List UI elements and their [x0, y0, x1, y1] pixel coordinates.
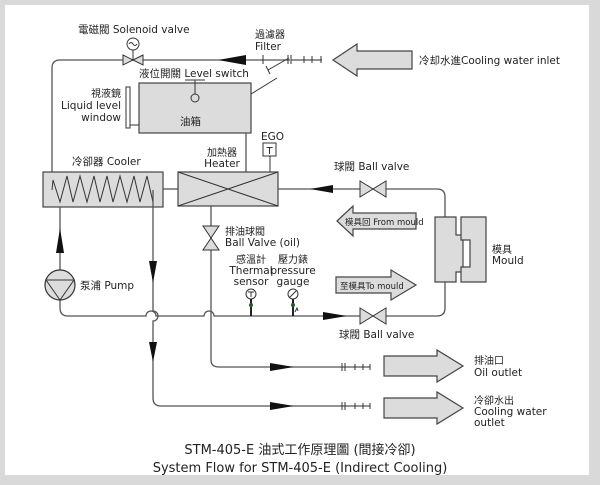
- flow-arrow-cooling-out: [270, 402, 294, 410]
- oil-tank: [138, 82, 252, 134]
- flow-arrow-left: [218, 55, 246, 65]
- level-window-label-en2: window: [81, 112, 121, 124]
- cooler-label: 冷卻器 Cooler: [72, 155, 141, 168]
- ball-valve-bottom-label: 球閥 Ball valve: [339, 328, 414, 341]
- ball-valve-top-icon[interactable]: [359, 180, 387, 198]
- flow-arrow-oil-out: [270, 363, 294, 371]
- pump-label: 泵浦 Pump: [80, 279, 134, 292]
- cooling-water-outlet-arrow: [383, 390, 465, 426]
- to-mould-label: 至模具To mould: [340, 281, 404, 292]
- top-pipe: [51, 59, 290, 190]
- oil-outlet-pipe: [210, 359, 370, 368]
- diagram-frame: [5, 5, 589, 475]
- svg-text:T: T: [265, 146, 273, 157]
- heater-label-zh: 加熱器: [207, 146, 237, 159]
- cooling-water-inlet-label: 冷却水進Cooling water inlet: [419, 54, 560, 67]
- from-mould-arrow: [336, 204, 417, 238]
- cooling-outlet-label-en1: Cooling water: [474, 406, 547, 418]
- heater-label-en: Heater: [204, 158, 240, 170]
- filter-icon: [262, 55, 292, 75]
- pressure-gauge-label-en1: pressure: [270, 265, 315, 277]
- solenoid-valve-label: 電磁閥 Solenoid valve: [78, 23, 190, 36]
- thermal-sensor-label-zh: 感溫計: [236, 253, 266, 266]
- thermal-sensor-icon: [245, 288, 257, 316]
- filter-label-zh: 過濾器: [255, 28, 285, 41]
- level-switch-float-icon: [190, 93, 200, 103]
- cooling-outlet-label-en2: outlet: [474, 417, 505, 429]
- oil-ball-valve-label-en: Ball Valve (oil): [225, 237, 300, 249]
- from-mould-label: 模具回 From mould: [345, 217, 424, 228]
- level-window-label-en1: Liquid level: [61, 100, 121, 112]
- flow-arrow-supply: [323, 312, 347, 320]
- solenoid-valve-icon[interactable]: [122, 37, 144, 66]
- pressure-gauge-label-en2: gauge: [277, 276, 310, 288]
- ball-valve-bottom-icon[interactable]: [359, 307, 387, 325]
- ball-valve-top-label: 球閥 Ball valve: [334, 160, 409, 173]
- level-switch-label: 液位開關 Level switch: [139, 67, 249, 80]
- pressure-gauge-icon: [287, 288, 299, 316]
- cooling-water-out-pipe: [152, 190, 370, 407]
- flow-arrow-return: [310, 185, 333, 193]
- return-pipe: [278, 188, 446, 217]
- filter-label-en: Filter: [255, 41, 282, 53]
- filter-drain-line: [250, 77, 278, 95]
- oil-tank-label: 油箱: [180, 115, 201, 128]
- mould-label-en: Mould: [492, 255, 524, 267]
- oil-outlet-label-en: Oil outlet: [474, 367, 522, 379]
- mould: [434, 216, 487, 283]
- oil-ball-valve-icon[interactable]: [202, 225, 220, 251]
- diagram-title-zh: STM-405-E 油式工作原理圖 (間接冷卻): [184, 442, 415, 458]
- pressure-gauge-label-zh: 壓力錶: [278, 253, 308, 266]
- ego-label: EGO: [261, 131, 284, 143]
- cooling-water-inlet-arrow: [331, 42, 413, 78]
- cooling-outlet-label-zh: 冷卻水出: [474, 394, 514, 407]
- oil-ball-valve-label-zh: 排油球閥: [225, 225, 265, 238]
- flow-arrow-down: [149, 261, 157, 283]
- flow-arrow-up: [56, 228, 64, 253]
- to-mould-arrow: [335, 268, 418, 302]
- level-window-label-zh: 視液鏡: [91, 87, 121, 100]
- liquid-level-window: [125, 86, 131, 129]
- mould-label-zh: 模具: [492, 244, 512, 256]
- oil-outlet-label-zh: 排油口: [474, 354, 504, 367]
- thermal-sensor-label-en2: sensor: [234, 276, 269, 288]
- flow-arrow-down-2: [149, 342, 157, 362]
- cooler-coil-icon: [51, 174, 154, 204]
- supply-pipe: [59, 282, 446, 317]
- thermal-sensor-label-en1: Thermal: [228, 265, 272, 277]
- diagram-title-en: System Flow for STM-405-E (Indirect Cool…: [153, 461, 448, 476]
- oil-outlet-arrow: [383, 348, 465, 384]
- pump-icon[interactable]: [44, 269, 76, 301]
